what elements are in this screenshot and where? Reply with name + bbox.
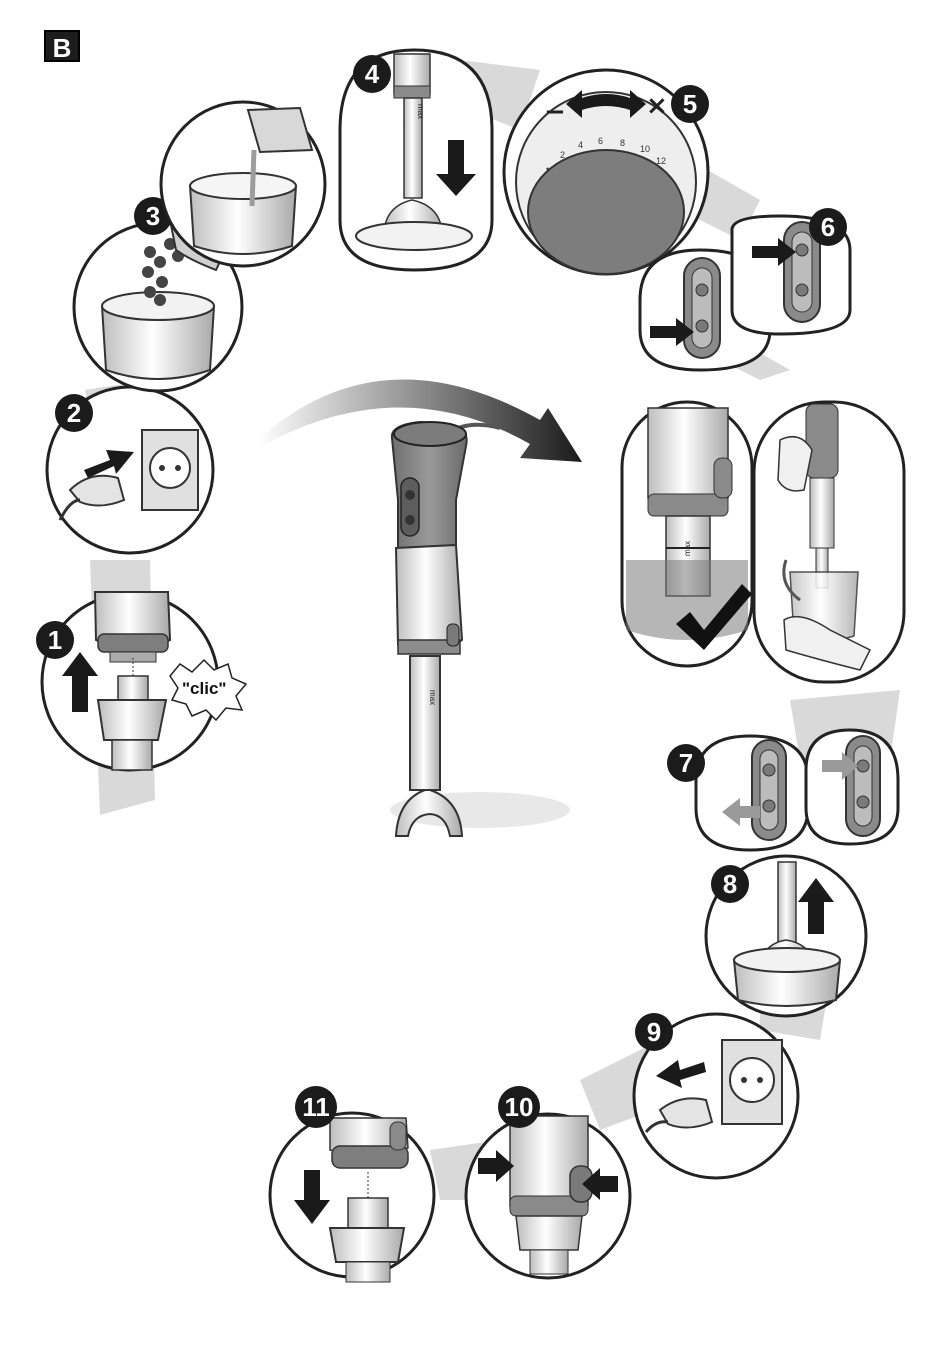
- step-5-tick-12: 12: [656, 156, 666, 166]
- step-11-number: 11: [302, 1092, 330, 1122]
- check-panel-max-label: max: [683, 541, 692, 556]
- step-5-tick-8: 8: [620, 138, 625, 148]
- step-1-attach-shaft: "clic" 1: [36, 592, 246, 770]
- step-10-number: 10: [505, 1092, 534, 1122]
- hand-blender: max: [390, 422, 570, 836]
- step-7-release-buttons: 7: [667, 730, 898, 850]
- step-2-plug-in: 2: [47, 387, 213, 553]
- step-2-number: 2: [67, 398, 81, 428]
- step-4-insert-in-container: max 4: [340, 50, 492, 270]
- blender-shaft: [410, 656, 440, 790]
- max-fill-check-panel: max: [622, 402, 904, 682]
- blender-button-panel: [401, 478, 419, 536]
- step-5-tick-0: •: [546, 164, 549, 174]
- step-8-lift-out: 8: [706, 856, 866, 1016]
- step-9-number: 9: [647, 1017, 661, 1047]
- step-8-number: 8: [723, 869, 737, 899]
- step-5-tick-10: 10: [640, 144, 650, 154]
- blender-max-label: max: [428, 690, 437, 705]
- step-5-plus-symbol: ×: [646, 91, 668, 121]
- step-6-number: 6: [821, 212, 835, 242]
- step-1-clic-label: "clic": [182, 679, 226, 698]
- step-5-tick-2: 2: [560, 150, 565, 160]
- step-1-number: 1: [48, 625, 62, 655]
- blender-button-2: [405, 515, 415, 525]
- step-5-number: 5: [683, 89, 697, 119]
- step-3-number: 3: [146, 201, 160, 231]
- blender-release-button: [447, 624, 459, 646]
- blender-top-cap: [394, 422, 466, 446]
- step-5-minus-symbol: −: [544, 97, 566, 127]
- step-11-detach-shaft: 11: [270, 1086, 434, 1282]
- step-5-tick-4: 4: [578, 140, 583, 150]
- step-9-unplug: 9: [634, 1013, 798, 1178]
- step-4-max-label: max: [416, 104, 425, 119]
- step-5-speed-dial: • 2 4 6 8 10 12 − × 5: [504, 70, 709, 274]
- step-7-number: 7: [679, 748, 693, 778]
- step-3-pour-liquid: [161, 102, 325, 266]
- step-5-tick-6: 6: [598, 136, 603, 146]
- step-4-number: 4: [365, 59, 380, 89]
- blender-button-1: [405, 490, 415, 500]
